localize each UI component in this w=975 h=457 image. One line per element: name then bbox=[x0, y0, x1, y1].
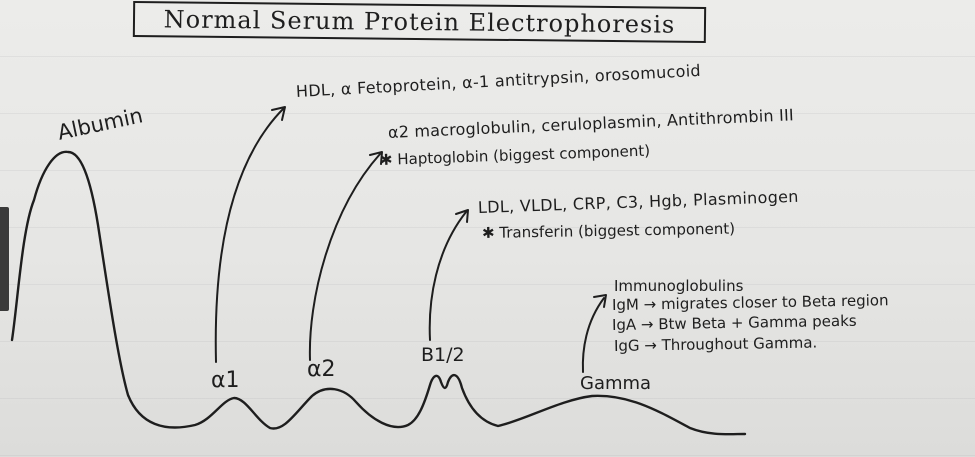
alpha2-arrowhead bbox=[369, 151, 383, 165]
annotation-beta-line2: ✱ Transferin (biggest component) bbox=[481, 219, 736, 242]
alpha2-arrow bbox=[308, 153, 381, 361]
annotation-gamma-line4: IgG → Throughout Gamma. bbox=[613, 333, 818, 355]
alpha1-arrowhead bbox=[271, 106, 286, 121]
label-alpha1: α1 bbox=[211, 368, 240, 393]
annotation-gamma-line3: IgA → Btw Beta + Gamma peaks bbox=[611, 311, 857, 334]
beta-arrow bbox=[428, 211, 467, 341]
electrophoresis-curve bbox=[10, 150, 747, 436]
label-beta: B1/2 bbox=[421, 344, 465, 366]
alpha1-arrow bbox=[214, 107, 285, 363]
beta-arrowhead bbox=[455, 209, 469, 223]
gamma-arrow bbox=[581, 297, 605, 373]
gamma-arrowhead bbox=[593, 294, 607, 308]
label-gamma: Gamma bbox=[580, 373, 652, 394]
annotation-gamma-line1: Immunoglobulins bbox=[614, 277, 744, 295]
window-edge-handle bbox=[0, 207, 9, 311]
label-alpha2: α2 bbox=[307, 357, 336, 382]
